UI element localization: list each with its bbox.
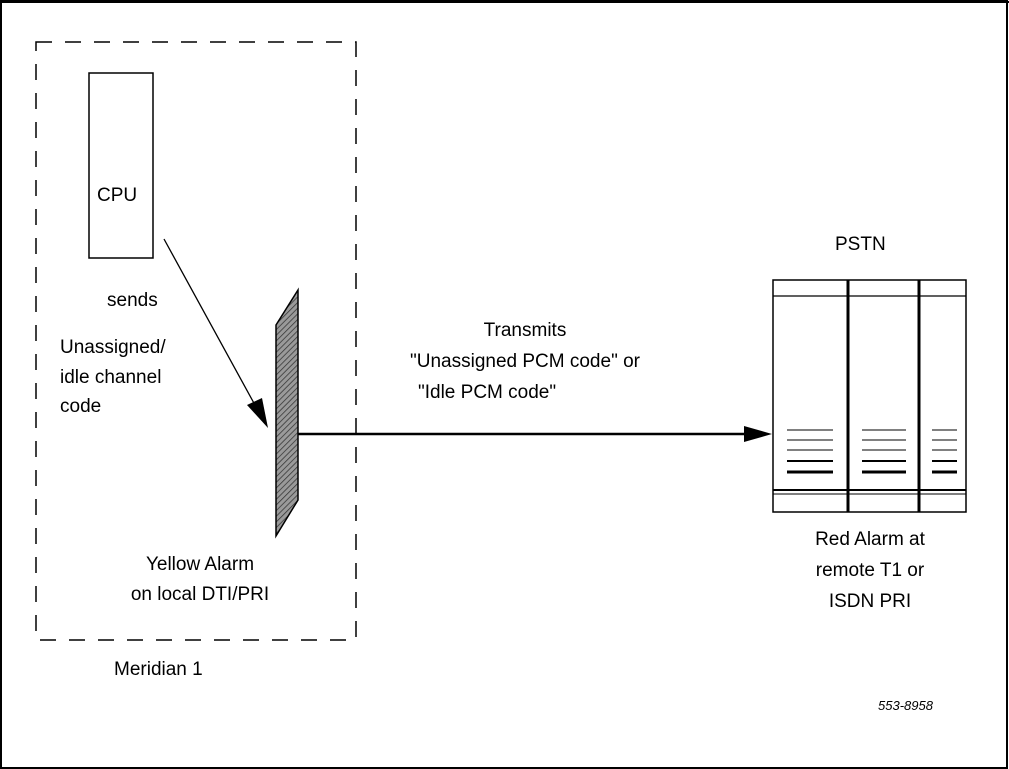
yellow-alarm-line2: on local DTI/PRI — [130, 584, 270, 605]
meridian-label: Meridian 1 — [114, 659, 203, 680]
transmit-arrowhead — [744, 426, 772, 442]
cpu-box — [88, 72, 154, 259]
unassigned-label-line2: idle channel — [60, 367, 162, 388]
unassigned-label-line1: Unassigned/ — [60, 337, 166, 358]
pstn-switch — [772, 279, 967, 513]
pstn-label: PSTN — [835, 234, 886, 255]
cpu-to-card-arrow — [163, 238, 262, 417]
red-alarm-line2: remote T1 or — [815, 560, 925, 581]
dti-pri-card — [275, 287, 299, 539]
figure-number: 553-8958 — [878, 698, 933, 713]
transmits-line2: "Unassigned PCM code" or — [410, 351, 640, 372]
cpu-label: CPU — [97, 185, 138, 206]
transmits-line3: "Idle PCM code" — [418, 382, 557, 403]
yellow-alarm-line1: Yellow Alarm — [145, 554, 255, 575]
transmits-line1: Transmits — [483, 320, 567, 341]
meridian-boundary — [35, 41, 357, 641]
cpu-arrowhead — [247, 398, 268, 428]
sends-label: sends — [107, 290, 158, 311]
red-alarm-line1: Red Alarm at — [815, 529, 925, 550]
red-alarm-line3: ISDN PRI — [828, 591, 912, 612]
unassigned-label-line3: code — [60, 396, 102, 417]
